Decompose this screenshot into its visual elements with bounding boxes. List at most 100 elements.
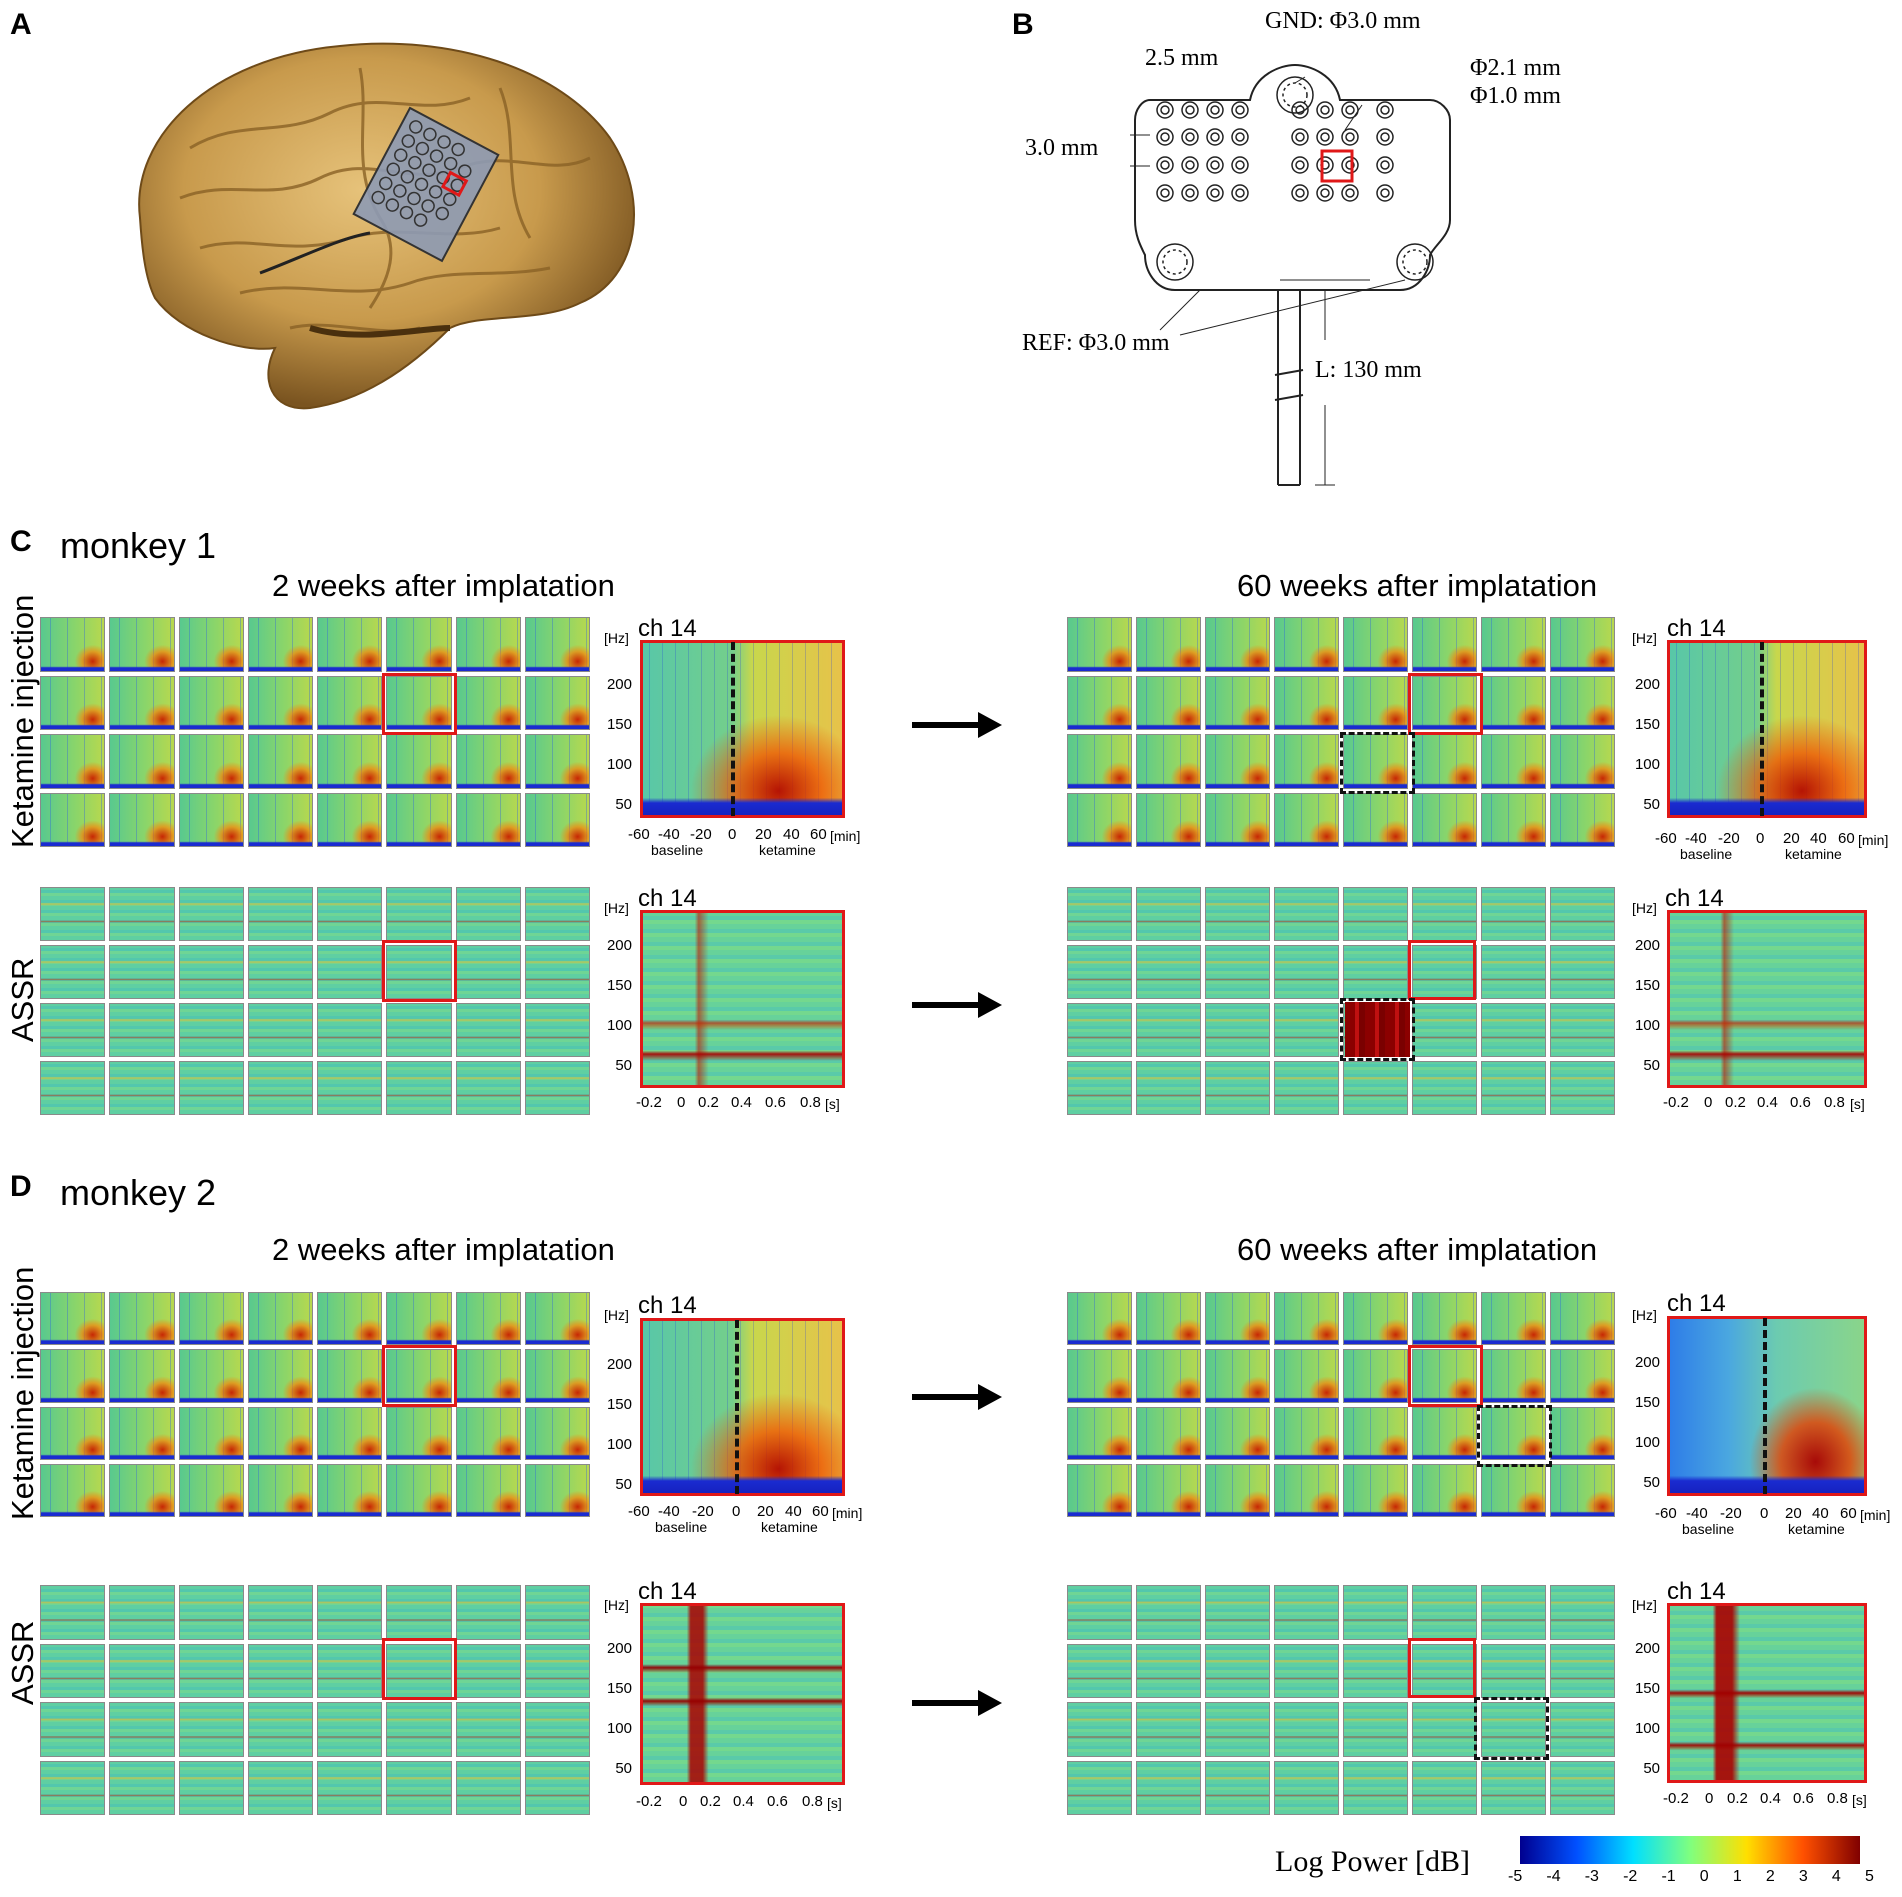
channel-grid-m1-assr-60w bbox=[1067, 887, 1615, 1115]
monkey1-right-title: 60 weeks after implatation bbox=[1237, 568, 1598, 603]
channel-tile bbox=[109, 887, 175, 941]
channel-tile bbox=[109, 1463, 175, 1517]
channel-tile bbox=[455, 792, 521, 847]
channel-tile bbox=[1274, 675, 1339, 730]
channel-tile bbox=[1274, 1760, 1339, 1815]
channel-tile bbox=[1067, 1292, 1132, 1346]
pitch-vertical-label: 3.0 mm bbox=[1025, 135, 1099, 161]
channel-tile bbox=[1412, 617, 1477, 672]
channel-tile bbox=[1481, 675, 1546, 730]
channel-tile bbox=[1412, 1702, 1477, 1757]
channel-tile bbox=[40, 1061, 106, 1115]
channel-label: ch 14 bbox=[638, 1578, 697, 1605]
degraded-channel-box bbox=[1340, 732, 1415, 794]
channel-tile bbox=[524, 887, 590, 941]
channel-tile bbox=[1274, 617, 1339, 672]
length-label: L: 130 mm bbox=[1315, 357, 1422, 383]
spectrogram-assr-m1-60w bbox=[1667, 910, 1867, 1088]
channel-tile bbox=[317, 1585, 383, 1640]
channel-tile bbox=[317, 1349, 383, 1403]
channel-tile bbox=[455, 1760, 521, 1815]
y-tick: 200 bbox=[606, 1640, 632, 1657]
channel-tile bbox=[1205, 617, 1270, 672]
channel-tile bbox=[40, 1349, 106, 1403]
channel-tile bbox=[1550, 1702, 1615, 1757]
channel-tile bbox=[317, 675, 383, 730]
ketamine-label: ketamine bbox=[759, 842, 816, 858]
channel-tile bbox=[1481, 1643, 1546, 1698]
channel-tile bbox=[109, 1760, 175, 1815]
x-tick: 0.4 bbox=[1757, 1094, 1778, 1111]
channel-tile bbox=[455, 734, 521, 789]
x-tick: -0.2 bbox=[636, 1094, 662, 1111]
y-tick: 150 bbox=[606, 1680, 632, 1697]
x-tick: 40 bbox=[785, 1503, 802, 1520]
channel-tile bbox=[1550, 1061, 1615, 1115]
baseline-label: baseline bbox=[655, 1519, 708, 1535]
y-tick: 100 bbox=[606, 1720, 632, 1737]
channel-tile bbox=[1067, 792, 1132, 847]
y-tick: 150 bbox=[606, 716, 632, 733]
x-tick: 60 bbox=[810, 826, 827, 843]
channel-tile bbox=[524, 1702, 590, 1757]
channel-tile bbox=[1067, 1643, 1132, 1698]
channel-tile bbox=[1067, 945, 1132, 999]
colorbar-tick: 5 bbox=[1864, 1868, 1874, 1885]
y-tick: 150 bbox=[1634, 716, 1660, 733]
y-tick: 150 bbox=[606, 1396, 632, 1413]
channel-tile bbox=[1343, 1292, 1408, 1346]
channel-tile bbox=[1343, 1585, 1408, 1640]
channel-tile bbox=[1067, 1061, 1132, 1115]
channel-tile bbox=[1412, 675, 1477, 730]
x-tick: 0 bbox=[1704, 1094, 1713, 1111]
y-tick: 100 bbox=[606, 1436, 632, 1453]
channel-tile bbox=[1481, 1760, 1546, 1815]
x-tick: -20 bbox=[690, 826, 712, 843]
ketamine-label: ketamine bbox=[1788, 1521, 1845, 1537]
channel-tile bbox=[386, 887, 452, 941]
channel-tile bbox=[1136, 675, 1201, 730]
channel-tile bbox=[1412, 1585, 1477, 1640]
channel-tile bbox=[109, 1643, 175, 1698]
channel-grid-m2-assr-2w bbox=[40, 1585, 590, 1815]
x-tick: 20 bbox=[1783, 830, 1800, 847]
channel-tile bbox=[1067, 734, 1132, 789]
channel-tile bbox=[317, 1760, 383, 1815]
channel-tile bbox=[1481, 792, 1546, 847]
channel-tile bbox=[317, 1061, 383, 1115]
channel-tile bbox=[1550, 1349, 1615, 1403]
channel-tile bbox=[524, 1349, 590, 1403]
x-tick: -60 bbox=[628, 826, 650, 843]
channel-tile bbox=[109, 1585, 175, 1640]
monkey1-title: monkey 1 bbox=[60, 525, 217, 566]
x-tick: 0.6 bbox=[767, 1793, 788, 1810]
y-tick: 50 bbox=[1643, 1057, 1660, 1074]
channel-tile bbox=[1343, 1463, 1408, 1517]
channel-tile bbox=[386, 945, 452, 999]
channel-tile bbox=[1205, 1349, 1270, 1403]
arrow-right-icon bbox=[912, 992, 1002, 1018]
channel-tile bbox=[1136, 1292, 1201, 1346]
channel-tile bbox=[1274, 1061, 1339, 1115]
channel-tile bbox=[524, 734, 590, 789]
colorbar-tick: -1 bbox=[1661, 1868, 1676, 1885]
panel-label-c: C bbox=[10, 525, 32, 558]
arrow-right-icon bbox=[912, 712, 1002, 738]
x-tick: 0 bbox=[1760, 1505, 1769, 1522]
x-unit: [min] bbox=[1860, 1507, 1891, 1523]
y-tick: 200 bbox=[1634, 676, 1660, 693]
brain-illustration bbox=[138, 42, 635, 410]
channel-tile bbox=[40, 617, 106, 672]
channel-tile bbox=[524, 1292, 590, 1346]
channel-tile bbox=[1205, 1463, 1270, 1517]
channel-tile bbox=[1274, 1643, 1339, 1698]
channel-tile bbox=[40, 1463, 106, 1517]
ch14-highlight bbox=[1408, 940, 1476, 1000]
channel-tile bbox=[524, 792, 590, 847]
channel-tile bbox=[40, 675, 106, 730]
x-unit: [min] bbox=[832, 1505, 863, 1521]
channel-tile bbox=[1274, 945, 1339, 999]
x-tick: 0.4 bbox=[731, 1094, 752, 1111]
channel-tile bbox=[1412, 1406, 1477, 1460]
